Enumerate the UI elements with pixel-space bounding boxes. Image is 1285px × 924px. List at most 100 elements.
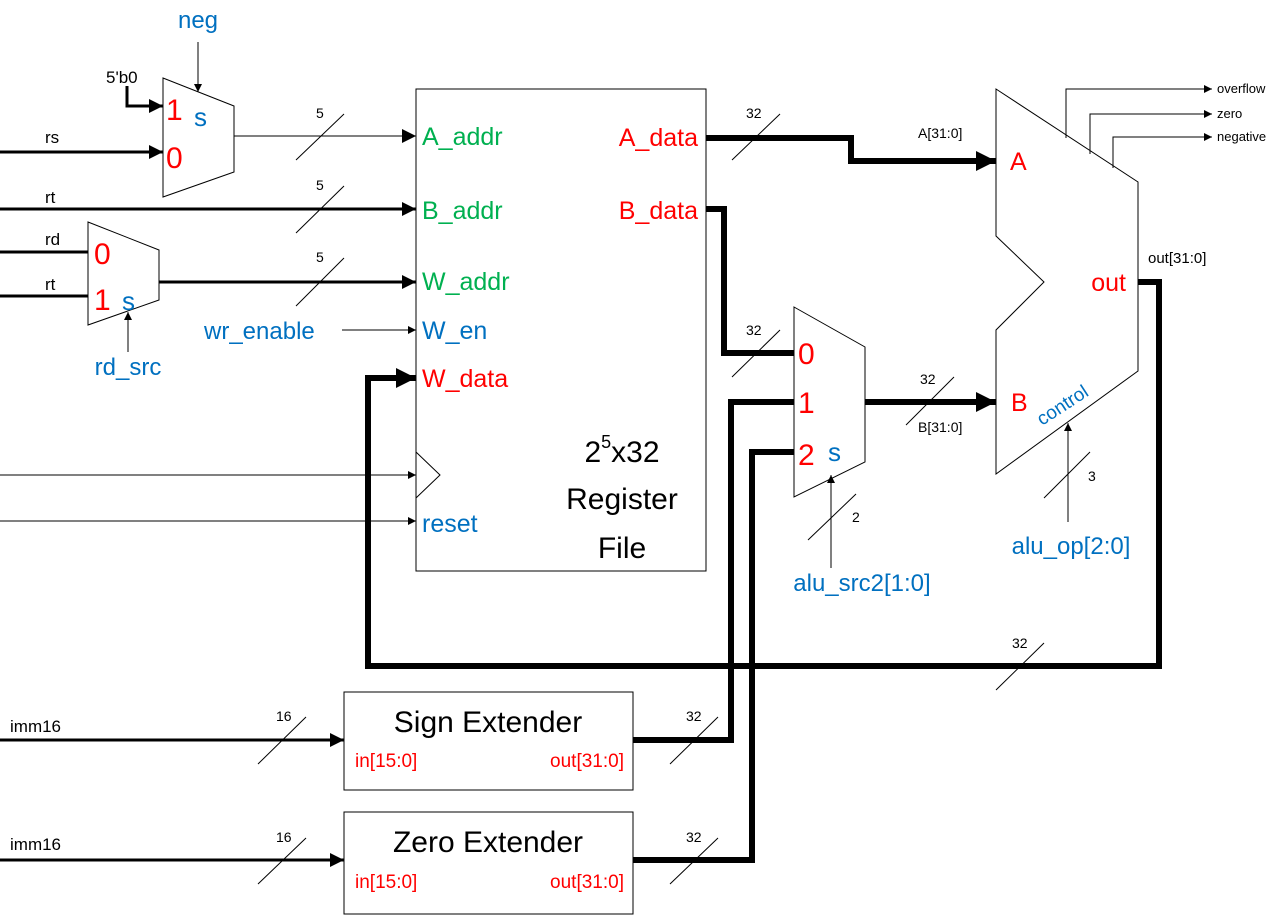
a-bus-label: A[31:0] xyxy=(918,125,962,141)
alu-src-mux-body xyxy=(793,306,866,498)
a-data-width-slash xyxy=(731,113,781,161)
alu-in-b: B xyxy=(1011,389,1028,417)
writeback-width: 32 xyxy=(1012,635,1028,651)
zero-ext-out-width-slash xyxy=(669,837,719,885)
zero-flag: zero xyxy=(1217,106,1242,121)
negative-flag: negative xyxy=(1217,129,1266,144)
alu-src-mux-in2: 2 xyxy=(798,439,815,472)
writeback-width-slash xyxy=(995,642,1045,691)
alu-src-mux-in0: 0 xyxy=(798,338,815,371)
alu-src-mux: 0 1 2 s 2 alu_src2[1:0] xyxy=(793,306,931,597)
overflow-wire xyxy=(1065,85,1212,138)
rs-label: rs xyxy=(45,128,59,147)
reset-port: reset xyxy=(422,510,478,538)
zero-ext-out-port: out[31:0] xyxy=(550,872,624,893)
alu-src-mux-in1: 1 xyxy=(798,387,815,420)
a-data-bus xyxy=(706,135,996,171)
title-rest: x32 xyxy=(611,436,659,469)
zero-extender-title: Zero Extender xyxy=(393,826,583,859)
neg-control-label: neg xyxy=(178,7,218,34)
sign-extender-title: Sign Extender xyxy=(394,706,582,739)
rd-mux-in1: 1 xyxy=(94,284,111,317)
title-base: 2 xyxy=(584,436,601,469)
alu-in-a: A xyxy=(1010,148,1027,176)
alu-b-width-slash xyxy=(905,376,955,426)
overflow-flag: overflow xyxy=(1217,81,1266,96)
b-data-port: B_data xyxy=(619,197,698,225)
rd-label: rd xyxy=(45,230,60,249)
w-addr-port: W_addr xyxy=(422,268,510,296)
sign-extender: imm16 16 Sign Extender in[15:0] out[31:0… xyxy=(0,691,719,791)
alu-src-mux-select: s xyxy=(828,437,841,467)
rd-mux-body xyxy=(87,221,160,326)
w-addr-width: 5 xyxy=(316,249,324,265)
neg-mux-in1: 1 xyxy=(166,94,183,127)
negative-wire xyxy=(1112,133,1212,168)
zero-extender: imm16 16 Zero Extender in[15:0] out[31:0… xyxy=(0,811,719,915)
sign-ext-in-width-slash xyxy=(257,716,307,765)
a-data-width: 32 xyxy=(746,105,762,121)
zero-ext-out-width: 32 xyxy=(686,829,702,845)
register-file-title-line2: Register xyxy=(566,483,678,516)
sign-extender-body xyxy=(343,691,634,791)
zero-ext-in-port: in[15:0] xyxy=(355,872,417,893)
w-en-port: W_en xyxy=(422,317,487,345)
b-data-width: 32 xyxy=(746,322,762,338)
alu: A B out control out[31:0] 3 alu_op[2:0] … xyxy=(995,81,1266,560)
b-data-bus xyxy=(706,206,794,356)
zero-ext-bus xyxy=(633,449,794,863)
alu-body xyxy=(995,88,1139,475)
zero-wire xyxy=(1089,110,1212,154)
a-addr-width: 5 xyxy=(316,105,324,121)
rd-mux-select: s xyxy=(122,286,135,316)
const-5b0-label: 5'b0 xyxy=(106,68,138,87)
neg-mux-in0: 0 xyxy=(166,142,183,175)
alu-op-width: 3 xyxy=(1088,468,1096,484)
register-file: A_addr B_addr W_addr W_en W_data reset A… xyxy=(415,88,707,572)
sign-ext-out-width-slash xyxy=(669,716,719,765)
neg-mux: 1 0 s neg 5'b0 rs xyxy=(0,7,235,198)
writeback-bus xyxy=(365,279,1162,669)
alu-src2-label: alu_src2[1:0] xyxy=(793,570,930,597)
rd-src-label: rd_src xyxy=(95,354,162,381)
alu-src2-width-slash xyxy=(807,493,857,541)
rt-top-label: rt xyxy=(45,188,56,207)
zero-ext-in-width-slash xyxy=(257,837,307,885)
b-addr-port: B_addr xyxy=(422,197,503,225)
b-addr-width: 5 xyxy=(316,177,324,193)
sign-ext-in-port: in[15:0] xyxy=(355,751,417,772)
rd-mux: 0 1 s rd rt rd_src xyxy=(0,221,162,381)
w-data-port: W_data xyxy=(422,365,508,393)
clock-triangle xyxy=(415,451,441,499)
sign-ext-out-width: 32 xyxy=(686,708,702,724)
register-file-title-line1: 25x32 xyxy=(584,432,659,469)
a-data-port: A_data xyxy=(619,124,698,152)
b-addr-width-slash xyxy=(295,185,345,234)
rd-mux-in0: 0 xyxy=(94,238,111,271)
a-addr-width-slash xyxy=(295,113,345,161)
sign-ext-in-width: 16 xyxy=(276,708,292,724)
w-addr-width-slash xyxy=(295,257,345,307)
const-5b0-wire xyxy=(125,86,163,113)
wr-enable-label: wr_enable xyxy=(203,318,315,345)
register-file-body xyxy=(415,88,707,572)
sign-ext-bus xyxy=(633,399,794,743)
rt-bottom-label: rt xyxy=(45,275,56,294)
neg-mux-select: s xyxy=(194,102,207,132)
b-bus-label: B[31:0] xyxy=(918,419,962,435)
sign-ext-imm16-label: imm16 xyxy=(10,717,61,736)
alu-b-width: 32 xyxy=(920,371,936,387)
zero-ext-imm16-label: imm16 xyxy=(10,835,61,854)
sign-ext-out-port: out[31:0] xyxy=(550,751,624,772)
neg-mux-body xyxy=(162,77,235,198)
zero-ext-in-width: 16 xyxy=(276,829,292,845)
a-addr-port: A_addr xyxy=(422,123,503,151)
title-exp: 5 xyxy=(601,432,611,452)
alu-out-bus-label: out[31:0] xyxy=(1148,250,1206,267)
zero-extender-body xyxy=(343,811,634,915)
alu-op-label: alu_op[2:0] xyxy=(1012,533,1131,560)
b-data-width-slash xyxy=(731,329,781,378)
register-file-title-line3: File xyxy=(598,532,646,565)
alu-out: out xyxy=(1091,269,1126,297)
